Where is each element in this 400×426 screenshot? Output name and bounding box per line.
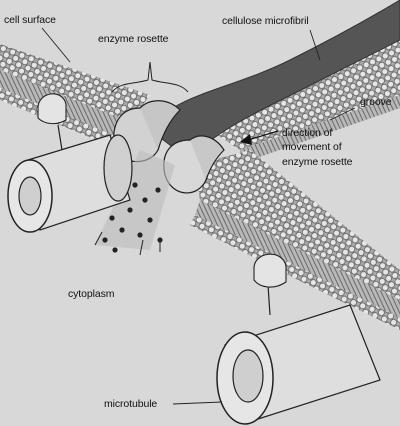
microtubule-upper [7, 93, 133, 233]
label-microtubule: microtubule [104, 398, 158, 410]
direction-arrow [240, 130, 279, 145]
label-direction-line1: direction of [282, 127, 333, 139]
label-cellulose-microfibril: cellulose microfibril [222, 15, 309, 27]
microtubule-lower [216, 253, 381, 425]
label-direction-line2: movement of [282, 141, 342, 153]
label-cytoplasm: cytoplasm [68, 288, 115, 300]
label-cell-surface: cell surface [4, 14, 56, 26]
label-groove: groove [360, 96, 392, 108]
lower-right-membrane [190, 150, 400, 330]
label-direction-line3: enzyme rosette [282, 156, 353, 168]
cell-surface-leader [41, 27, 71, 63]
groove-leader [329, 107, 356, 121]
cellulose-microfibril [149, 0, 400, 161]
microfibril-leader [309, 29, 321, 61]
label-enzyme-rosette: enzyme rosette [98, 33, 169, 45]
rosette-bracket [111, 61, 189, 93]
microtubule-leader [172, 401, 223, 405]
